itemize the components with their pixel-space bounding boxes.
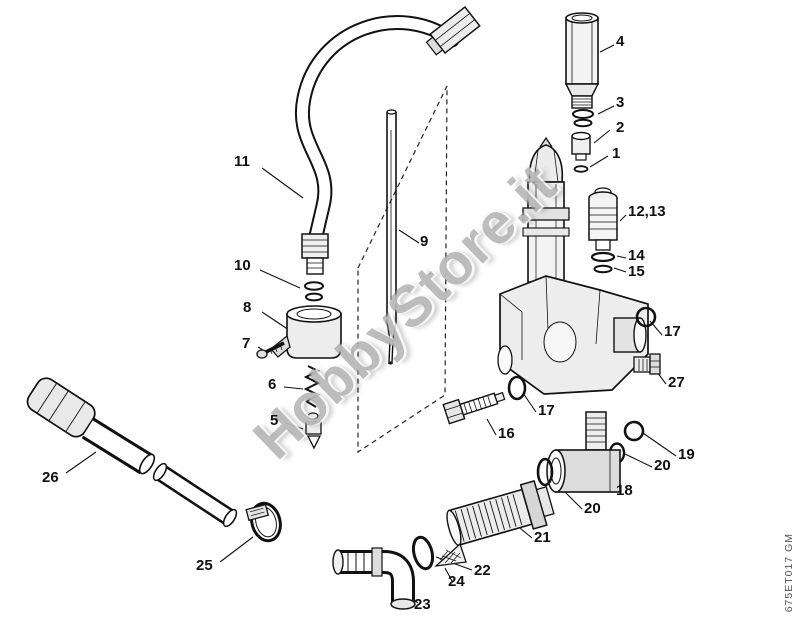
part-label-15: 15 (628, 263, 645, 280)
part-label-20-left: 20 (584, 500, 601, 517)
pump-body (497, 136, 649, 395)
part-15-oring (593, 264, 613, 274)
part-label-7: 7 (242, 335, 251, 352)
part-label-23: 23 (414, 596, 431, 613)
part-16-bolt (442, 391, 506, 425)
part-label-2: 2 (616, 119, 625, 136)
part-22-washer (411, 535, 435, 571)
part-label-17-upper: 17 (664, 323, 681, 340)
part-label-21: 21 (534, 529, 551, 546)
part-11-hose (294, 5, 481, 275)
part-19-oring (623, 420, 645, 442)
part-label-24: 24 (448, 573, 465, 590)
part-label-5: 5 (270, 412, 279, 429)
part-8-housing (270, 305, 342, 359)
part-label-12-13: 12,13 (628, 203, 666, 220)
part-label-19: 19 (678, 446, 695, 463)
part-label-14: 14 (628, 247, 645, 264)
part-24-filter (434, 542, 467, 567)
part-label-26: 26 (42, 469, 59, 486)
part-label-25: 25 (196, 557, 213, 574)
part-label-3: 3 (616, 94, 625, 111)
part-7-screw (256, 341, 285, 359)
part-label-17-mid: 17 (538, 402, 555, 419)
part-label-8: 8 (243, 299, 252, 316)
part-17-oring-upper (635, 306, 657, 328)
part-14-oring (590, 251, 616, 263)
part-label-11: 11 (234, 153, 250, 170)
part-17-oring-mid (507, 375, 527, 401)
part-label-18: 18 (616, 482, 633, 499)
part-9-lance (386, 109, 397, 365)
part-2-valve (571, 131, 591, 161)
part-label-20-right: 20 (654, 457, 671, 474)
part-label-9: 9 (420, 233, 429, 250)
hose-bottom-fitting (301, 233, 329, 275)
dashed-group-outline (357, 85, 448, 454)
part-5-valve-set (305, 412, 322, 450)
part-label-1: 1 (612, 145, 621, 162)
part-label-10: 10 (234, 257, 251, 274)
part-18-elbow (546, 411, 621, 493)
part-23-elbow-connector (332, 547, 416, 610)
part-10-orings (304, 281, 324, 302)
part-1-oring (573, 165, 589, 173)
part-label-22: 22 (474, 562, 491, 579)
part-label-4: 4 (616, 33, 625, 50)
hose-top-fitting (425, 5, 481, 56)
part-3-orings (572, 109, 594, 128)
part-20-oring-left (536, 457, 554, 487)
part-25-clamp (245, 501, 282, 543)
part-27-plug (633, 353, 661, 375)
part-6-spring (303, 365, 321, 408)
part-4-tube (564, 12, 600, 109)
part-label-6: 6 (268, 376, 277, 393)
part-12-13-piston (588, 187, 618, 251)
document-code: 675ET017 GM (783, 532, 795, 612)
part-26-tube (26, 377, 238, 528)
part-label-27: 27 (668, 374, 685, 391)
part-label-16: 16 (498, 425, 515, 442)
